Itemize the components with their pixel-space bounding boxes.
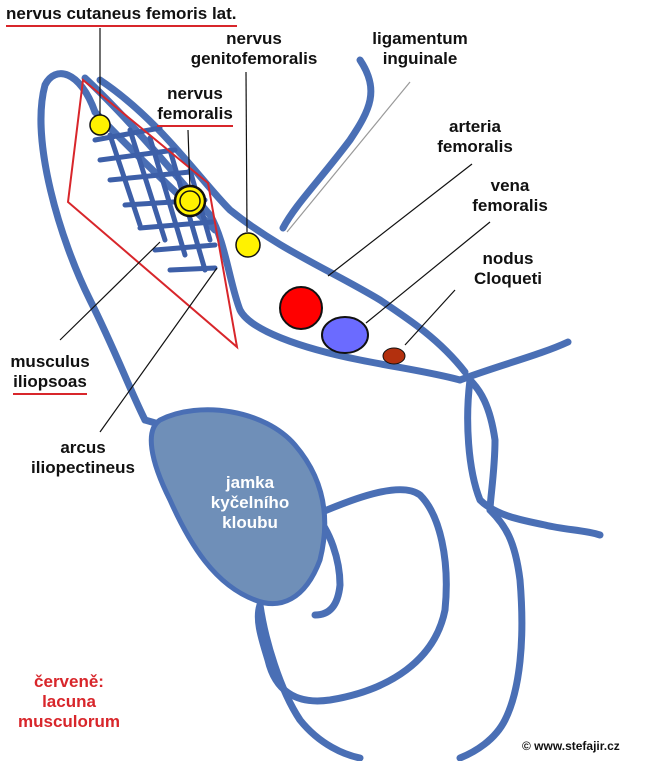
lacuna-musculorum-outline [66, 78, 239, 350]
nervus-genitofemoralis [235, 232, 261, 258]
label-ligamentum-line1: ligamentum [372, 29, 468, 48]
label-jamka-line3: kloubu [222, 513, 278, 532]
label-vena-femoralis: vena femoralis [460, 176, 560, 216]
underline-nervus-cutaneus [6, 25, 237, 27]
label-arcus-line1: arcus [60, 438, 106, 457]
label-ligamentum-inguinale: ligamentum inguinale [360, 29, 480, 69]
label-jamka-kycelniho-kloubu: jamka kyčelního kloubu [195, 473, 305, 533]
label-femoralis-line1: nervus [167, 84, 223, 103]
nervus-femoralis-inner [179, 190, 201, 212]
label-vena-line2: femoralis [472, 196, 548, 215]
nervus-cutaneus-femoris-lat [89, 114, 111, 136]
acetabulum [148, 407, 328, 607]
label-nervus-cutaneus: nervus cutaneus femoris lat. [6, 4, 237, 27]
legend-line1: červeně: [34, 672, 104, 691]
label-jamka-line1: jamka [225, 473, 275, 492]
hip-bone-outline [37, 56, 604, 761]
label-musculus-line1: musculus [10, 352, 90, 371]
label-genitofemoralis-line2: genitofemoralis [190, 49, 318, 68]
legend-line3: musculorum [17, 712, 121, 731]
arteria-femoralis [279, 286, 323, 330]
label-ligamentum-line2: inguinale [382, 49, 458, 68]
ligamentum-leader [286, 81, 411, 233]
copyright-notice: © www.stefajir.cz [522, 739, 620, 753]
label-arcus-iliopectineus: arcus iliopectineus [28, 438, 138, 478]
label-nodus-line1: nodus [482, 249, 534, 268]
legend-line2: lacuna [42, 692, 96, 711]
label-arteria-line1: arteria [449, 117, 501, 136]
nodus-cloqueti [382, 347, 406, 365]
leader-lines [59, 28, 491, 433]
label-musculus-line2: iliopsoas [13, 372, 87, 391]
legend-lacuna-musculorum: červeně: lacuna musculorum [8, 672, 130, 732]
label-jamka-line2: kyčelního [210, 493, 290, 512]
label-genitofemoralis-line1: nervus [226, 29, 282, 48]
label-musculus-iliopsoas: musculus iliopsoas [4, 352, 96, 395]
label-arteria-line2: femoralis [437, 137, 513, 156]
underline-nervus-femoralis [157, 125, 233, 127]
label-nodus-cloqueti: nodus Cloqueti [458, 249, 558, 289]
vena-femoralis [321, 316, 369, 354]
label-nervus-cutaneus-text: nervus cutaneus femoris lat. [6, 4, 237, 23]
label-nervus-genitofemoralis: nervus genitofemoralis [178, 29, 330, 69]
label-arcus-line2: iliopectineus [31, 458, 135, 477]
label-nodus-line2: Cloqueti [474, 269, 542, 288]
label-nervus-femoralis: nervus femoralis [150, 84, 240, 127]
underline-musculus-iliopsoas [13, 393, 87, 395]
label-vena-line1: vena [490, 176, 530, 195]
label-femoralis-line2: femoralis [157, 104, 233, 123]
label-arteria-femoralis: arteria femoralis [425, 117, 525, 157]
